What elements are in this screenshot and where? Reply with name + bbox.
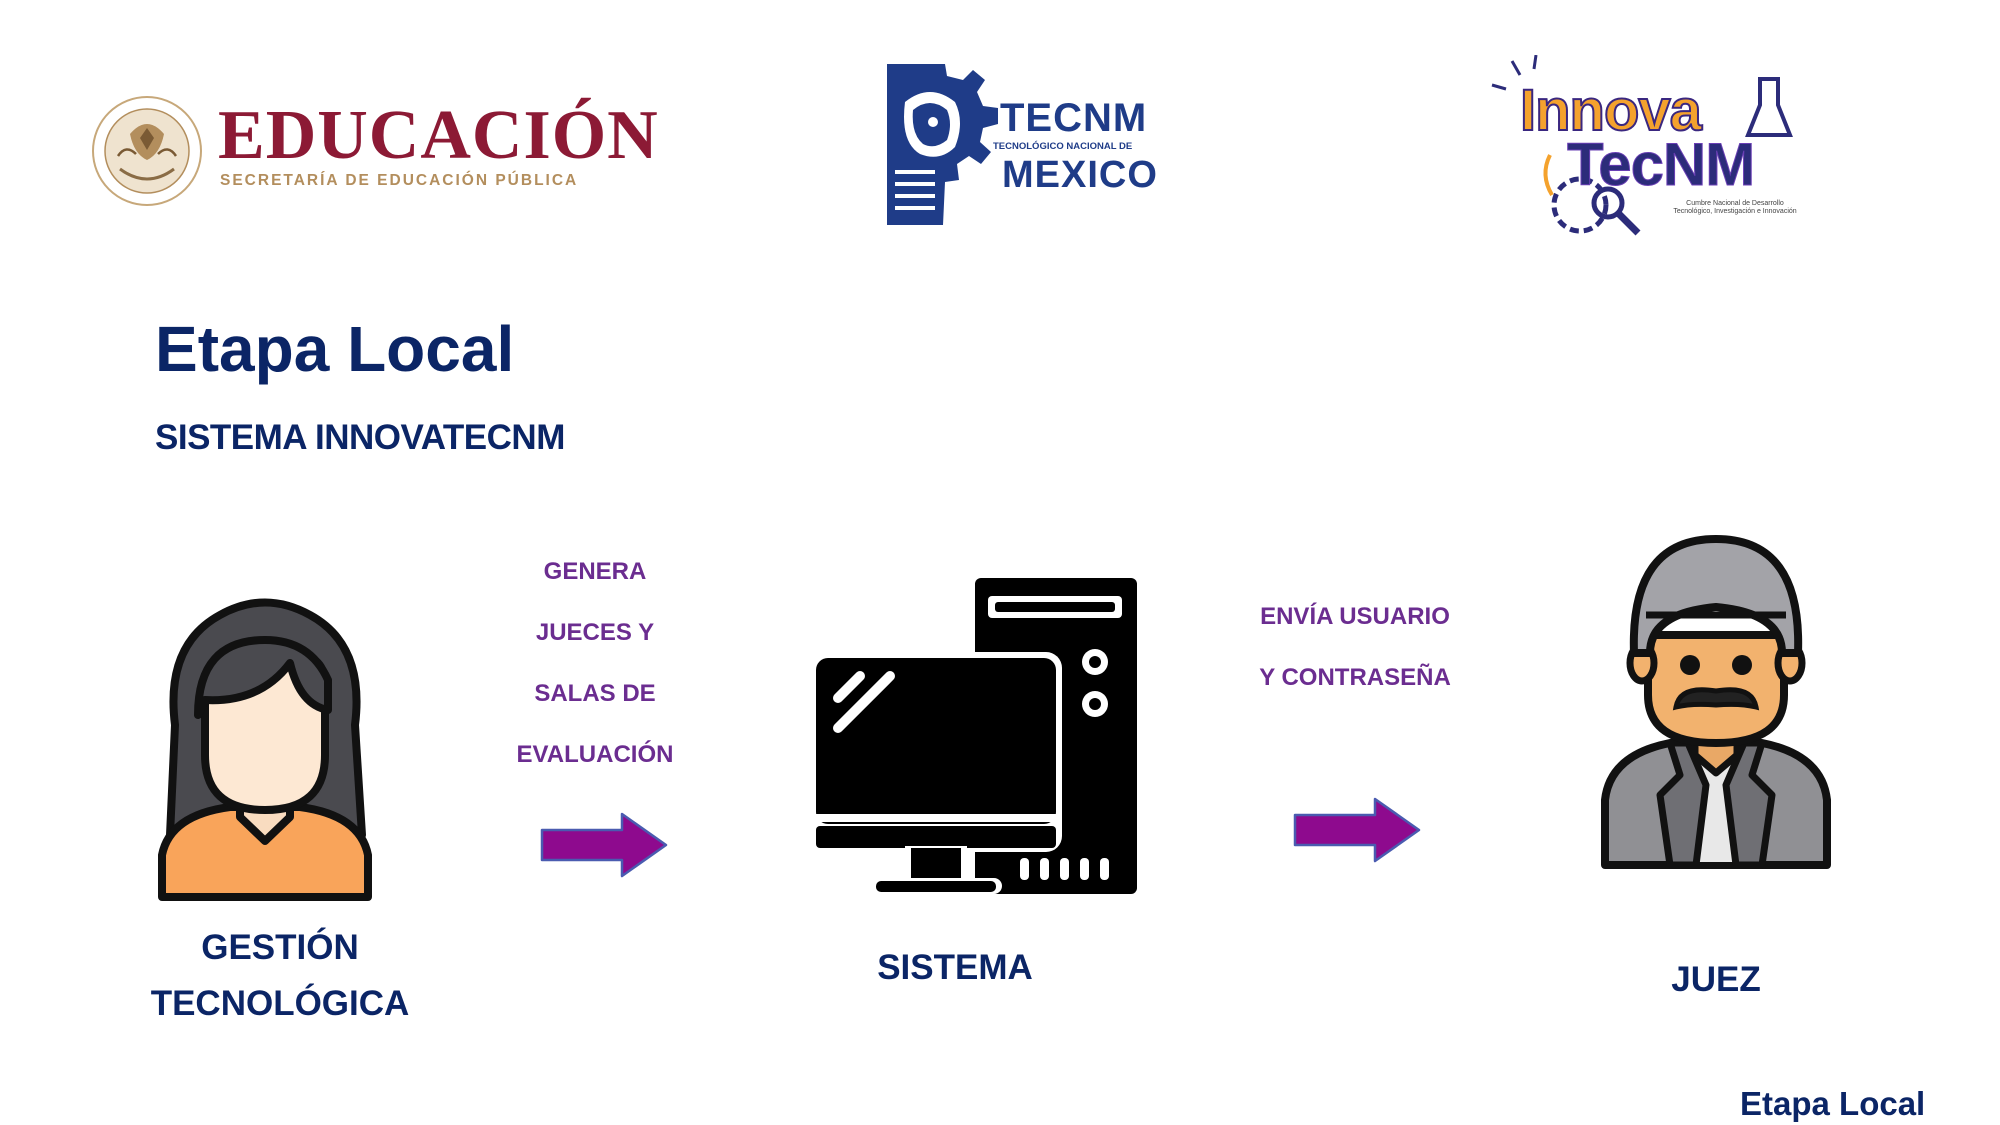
- edge-text-1-line: SALAS DE: [534, 680, 656, 707]
- sep-subtitle: SECRETARÍA DE EDUCACIÓN PÚBLICA: [220, 172, 579, 189]
- desktop-computer-icon: [810, 578, 1137, 894]
- node-label-gestion-line2: TECNOLÓGICA: [150, 984, 410, 1023]
- innova-tecnm-wordmark: TecNM: [1566, 131, 1755, 199]
- innova-tagline: Cumbre Nacional de Desarrollo Tecnológic…: [1673, 200, 1797, 215]
- right-arrow-icon: [540, 812, 668, 878]
- judge-avatar-icon: [1601, 535, 1831, 869]
- edge-text-1: GENERA JUECES Y SALAS DE EVALUACIÓN: [500, 541, 690, 785]
- edge-text-1-line: GENERA: [543, 558, 647, 585]
- edge-text-2-line: Y CONTRASEÑA: [1259, 664, 1451, 691]
- tecnm-wordmark: TECNM: [1000, 96, 1148, 140]
- innova-graphics-icon: [1491, 55, 1793, 236]
- right-arrow-icon: [1293, 797, 1421, 863]
- node-label-sistema: SISTEMA: [877, 948, 1033, 987]
- footer-label: Etapa Local: [1740, 1085, 1926, 1122]
- edge-text-2-line: ENVÍA USUARIO: [1260, 603, 1450, 630]
- innova-wordmark: Innova: [1519, 77, 1703, 144]
- edge-text-2: ENVÍA USUARIO Y CONTRASEÑA: [1235, 586, 1475, 708]
- edge-text-1-line: EVALUACIÓN: [516, 741, 674, 768]
- node-label-gestion: GESTIÓN TECNOLÓGICA: [150, 920, 410, 1032]
- node-label-gestion-line1: GESTIÓN: [201, 928, 359, 967]
- page-subtitle: SISTEMA INNOVATECNM: [155, 418, 565, 457]
- sep-logo: EDUCACIÓN SECRETARÍA DE EDUCACIÓN PÚBLIC…: [90, 90, 658, 220]
- sep-title: EDUCACIÓN: [218, 97, 659, 174]
- woman-avatar-icon: [158, 598, 372, 901]
- tecnm-small-text: TECNOLÓGICO NACIONAL DE: [993, 141, 1133, 152]
- node-label-juez: JUEZ: [1671, 960, 1761, 999]
- tecnm-country: MEXICO: [1002, 154, 1158, 196]
- tecnm-emblem-icon: [887, 64, 998, 225]
- page-title: Etapa Local: [155, 313, 515, 385]
- national-seal-icon: [92, 96, 202, 206]
- innova-tecnm-logo: Innova TecNM Cumbre Nacional de Desarrol…: [1490, 55, 1810, 240]
- tecnm-logo: TECNM TECNOLÓGICO NACIONAL DE MEXICO: [885, 62, 1165, 227]
- edge-text-1-line: JUECES Y: [535, 619, 655, 646]
